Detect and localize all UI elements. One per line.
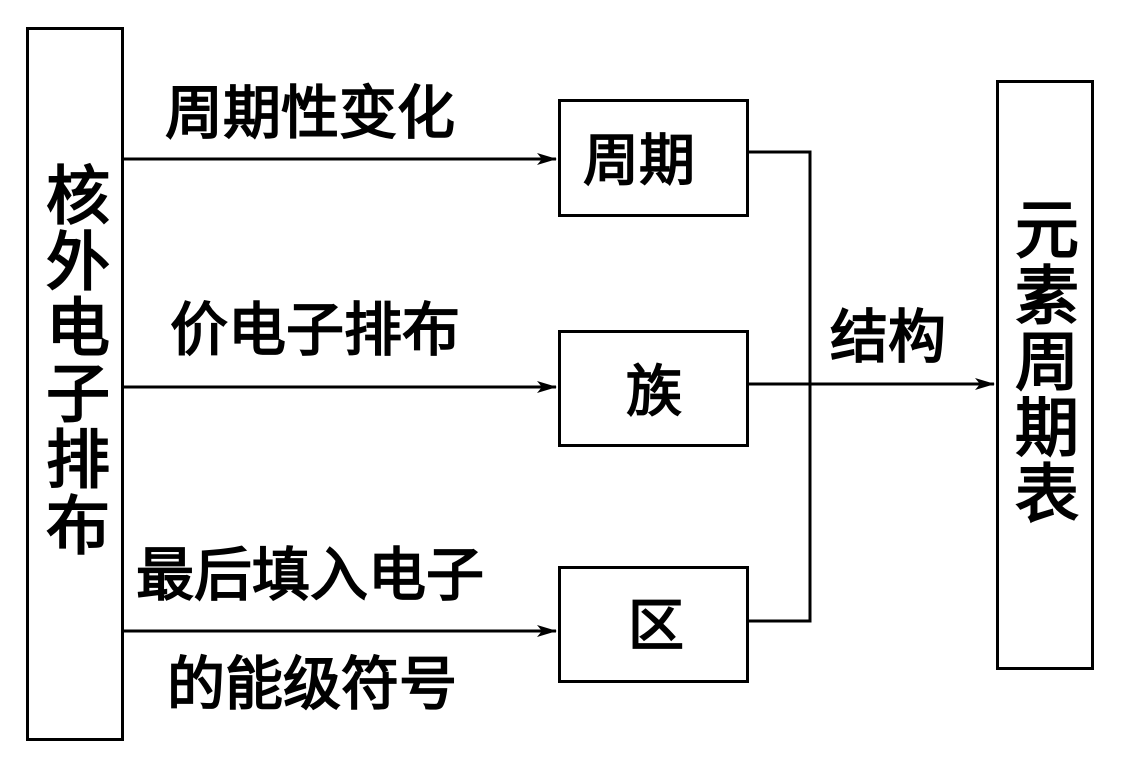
target-node-label: 元素周期表 (1004, 196, 1079, 526)
target-node (996, 80, 1094, 670)
period-node-label: 周期 (583, 128, 695, 194)
group-node (558, 330, 749, 447)
bracket-line (748, 150, 812, 623)
last-filled-label-line2: 的能级符号 (167, 650, 458, 718)
periodic-change-label: 周期性变化 (165, 79, 456, 147)
period-node (558, 99, 749, 217)
last-filled-label-line1: 最后填入电子 (136, 541, 485, 609)
block-node (558, 566, 749, 683)
source-node-label: 核外电子排布 (35, 162, 110, 558)
source-node (26, 27, 124, 741)
valence-config-label: 价电子排布 (170, 296, 461, 364)
group-node-label: 族 (626, 359, 682, 425)
structure-label: 结构 (830, 303, 947, 371)
block-node-label: 区 (628, 593, 684, 659)
